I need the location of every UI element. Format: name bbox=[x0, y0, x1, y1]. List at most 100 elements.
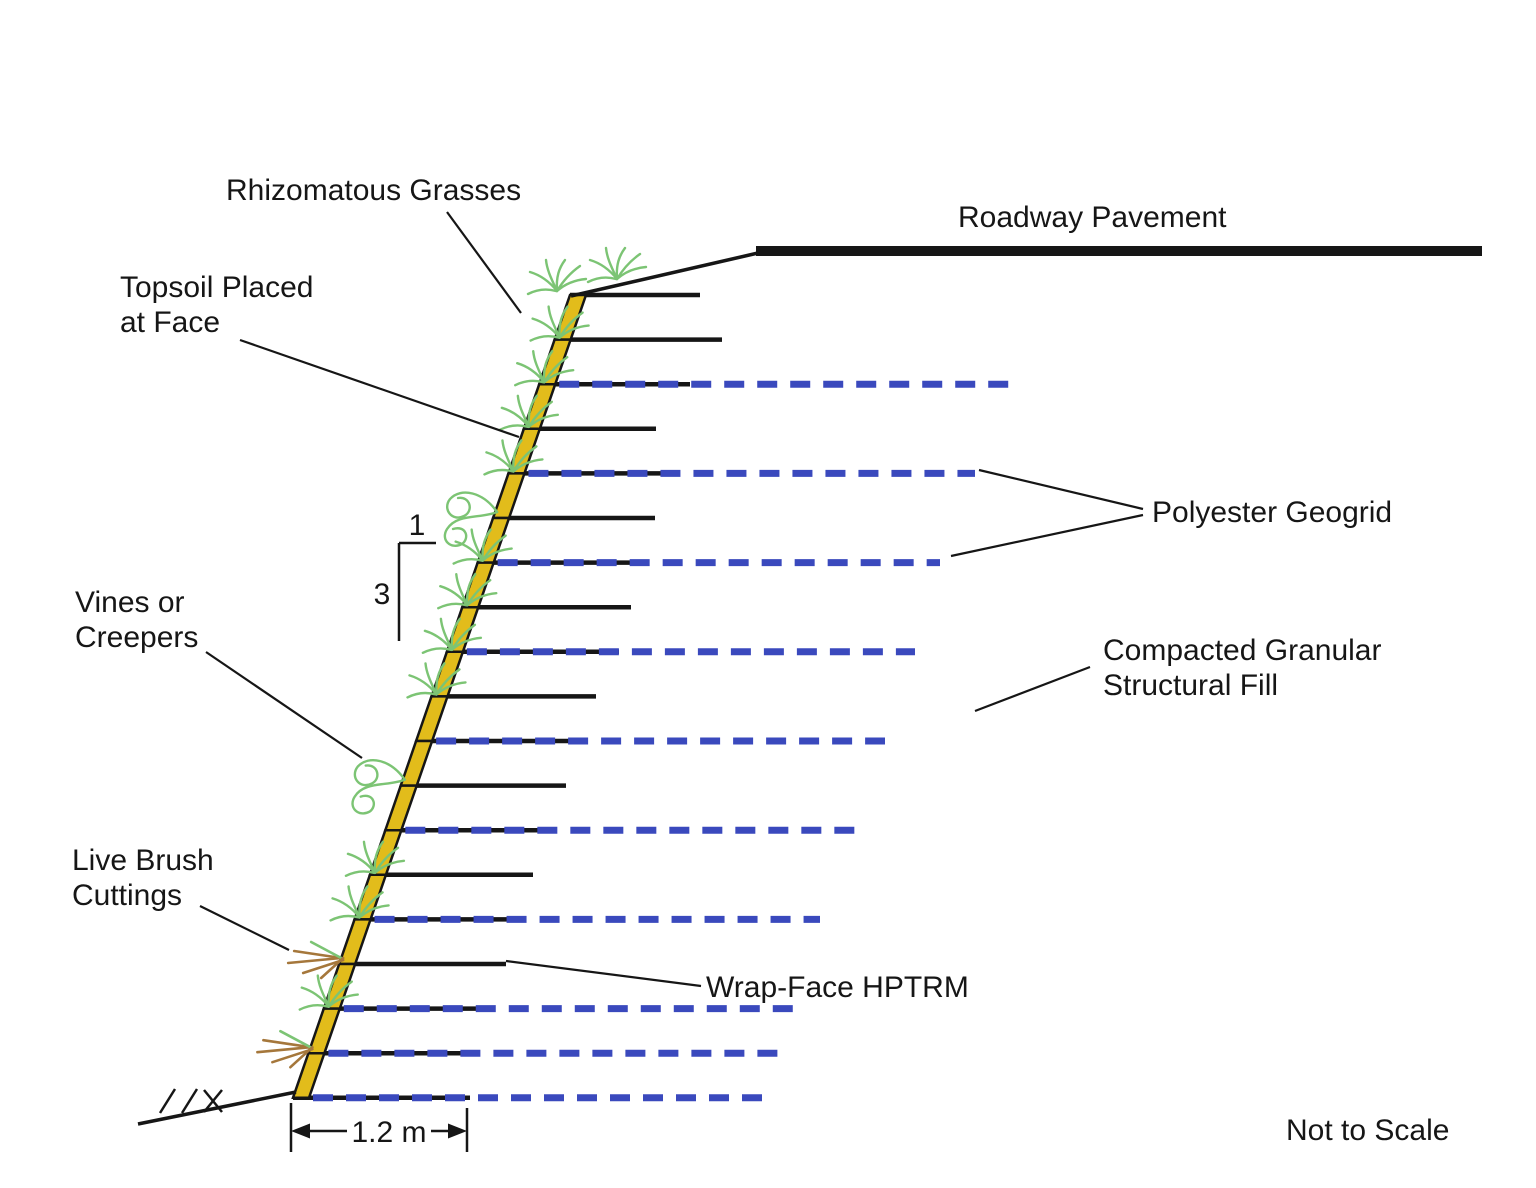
grass-blade bbox=[514, 379, 545, 387]
grass-blade bbox=[615, 265, 648, 281]
grass-tuft bbox=[298, 974, 359, 1011]
grass-blade bbox=[435, 662, 446, 696]
grass-blade bbox=[373, 859, 406, 874]
grass-tuft bbox=[329, 885, 390, 922]
vine-stem bbox=[353, 758, 406, 787]
grass-tuft bbox=[529, 305, 590, 342]
dimension-arrow-right bbox=[448, 1123, 467, 1139]
grass-blade bbox=[327, 993, 359, 1008]
slope-ratio-horizontal-value: 1 bbox=[409, 509, 426, 542]
topsoil-face-strip bbox=[291, 1051, 327, 1100]
grass-blade bbox=[316, 974, 330, 1008]
grass-tuft bbox=[586, 246, 648, 284]
vine-plant bbox=[443, 491, 499, 547]
brush-cuttings bbox=[286, 940, 345, 980]
grass-blade bbox=[455, 573, 469, 607]
slope-ratio-vertical-value: 3 bbox=[374, 578, 391, 611]
grass-blade bbox=[421, 647, 453, 654]
grass-blade bbox=[452, 557, 483, 565]
grass-blade bbox=[481, 547, 513, 562]
grass-blade bbox=[347, 885, 361, 919]
ground-hatch bbox=[203, 1089, 223, 1113]
grass-blade bbox=[450, 617, 462, 651]
grass-blade bbox=[344, 870, 376, 877]
label-live-brush-line2: Cuttings bbox=[72, 879, 182, 912]
brush-twig bbox=[309, 940, 343, 960]
leader-geogrid-upper bbox=[978, 468, 1144, 511]
brush-twig bbox=[319, 956, 345, 980]
label-live-brush-line1: Live Brush bbox=[72, 844, 214, 877]
grass-blade bbox=[298, 1003, 329, 1011]
topsoil-face-strip bbox=[383, 784, 419, 832]
vine-stem bbox=[443, 510, 499, 547]
label-roadway-pavement: Roadway Pavement bbox=[958, 201, 1227, 234]
label-polyester-geogrid: Polyester Geogrid bbox=[1152, 496, 1392, 529]
grass-blade bbox=[406, 691, 437, 699]
leader-geogrid-lower bbox=[950, 513, 1144, 558]
grass-tuft bbox=[421, 617, 483, 654]
grass-blade bbox=[586, 276, 618, 284]
grass-blade bbox=[498, 424, 530, 431]
topsoil-face-strip bbox=[414, 695, 450, 743]
grass-blade bbox=[527, 413, 560, 428]
vine-stem bbox=[351, 778, 406, 815]
grass-blade bbox=[512, 458, 544, 473]
grass-blade bbox=[542, 350, 554, 384]
leader-topsoil bbox=[239, 338, 520, 439]
grass-blade bbox=[558, 305, 569, 339]
brush-cuttings bbox=[256, 1029, 314, 1069]
grass-blade bbox=[362, 840, 377, 874]
dimension-arrow-left bbox=[291, 1123, 310, 1139]
grass-blade bbox=[501, 439, 515, 473]
brush-twig bbox=[279, 1029, 312, 1049]
grass-blade bbox=[527, 394, 539, 428]
grass-blade bbox=[437, 602, 468, 610]
grass-blade bbox=[526, 288, 558, 296]
vine-stem bbox=[445, 491, 499, 519]
grass-blade bbox=[481, 528, 492, 562]
grass-blade bbox=[555, 258, 567, 293]
label-compacted-line2: Structural Fill bbox=[1103, 669, 1278, 702]
brush-twig bbox=[256, 1045, 312, 1054]
grass-blade bbox=[470, 528, 484, 562]
label-vines-line1: Vines or bbox=[75, 586, 185, 619]
grass-blade bbox=[358, 885, 369, 919]
label-wrap-face-hptrm: Wrap-Face HPTRM bbox=[706, 971, 969, 1004]
grass-blade bbox=[615, 246, 627, 281]
grass-blade bbox=[516, 394, 531, 428]
brush-twig bbox=[262, 1038, 312, 1049]
label-rhizomatous-grasses: Rhizomatous Grasses bbox=[226, 174, 521, 207]
grass-tuft bbox=[406, 662, 467, 699]
grass-blade bbox=[424, 662, 438, 696]
dimension-label: 1.2 m bbox=[351, 1116, 426, 1149]
grass-tuft bbox=[498, 394, 560, 431]
grass-blade bbox=[327, 974, 338, 1008]
grass-blade bbox=[512, 439, 523, 473]
leader-vines bbox=[205, 651, 363, 759]
slope-crest-line bbox=[570, 251, 759, 298]
vine-plant bbox=[351, 758, 406, 815]
leader-wrap-face bbox=[505, 959, 702, 988]
ground-hatch bbox=[180, 1088, 199, 1114]
grass-tuft bbox=[452, 528, 513, 565]
grass-blade bbox=[450, 636, 483, 651]
label-topsoil-line1: Topsoil Placed bbox=[120, 271, 313, 304]
leader-rhizomatous-grasses bbox=[446, 211, 522, 314]
label-not-to-scale: Not to Scale bbox=[1286, 1114, 1449, 1147]
label-compacted-line1: Compacted Granular bbox=[1103, 634, 1381, 667]
brush-twig bbox=[286, 956, 343, 965]
grass-blade bbox=[483, 468, 514, 476]
label-topsoil-line2: at Face bbox=[120, 306, 220, 339]
grass-tuft bbox=[483, 439, 544, 476]
grass-blade bbox=[558, 324, 590, 339]
leader-compacted-fill bbox=[974, 665, 1091, 713]
label-vines-line2: Creepers bbox=[75, 621, 198, 654]
grass-tuft bbox=[344, 840, 406, 877]
reinforced-wall-layers bbox=[291, 292, 1010, 1102]
grass-blade bbox=[465, 573, 477, 607]
ground-line bbox=[137, 1090, 297, 1126]
brush-twig bbox=[301, 958, 345, 975]
grass-blade bbox=[547, 305, 561, 339]
